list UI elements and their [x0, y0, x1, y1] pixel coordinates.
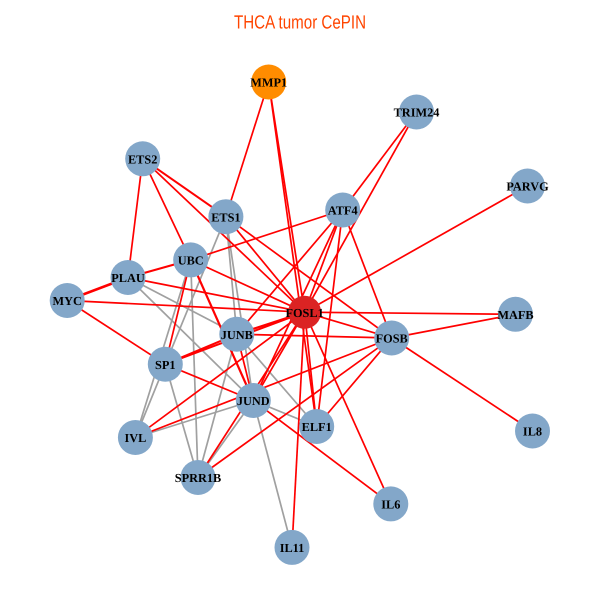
svg-text:JUND: JUND [237, 394, 270, 408]
svg-text:PARVG: PARVG [506, 180, 549, 194]
svg-text:SP1: SP1 [155, 358, 176, 372]
svg-text:JUNB: JUNB [221, 328, 253, 342]
svg-text:IL6: IL6 [381, 498, 400, 512]
svg-text:MYC: MYC [53, 294, 82, 308]
svg-text:ETS2: ETS2 [128, 152, 157, 166]
svg-text:IL8: IL8 [523, 425, 542, 439]
svg-text:IVL: IVL [124, 431, 146, 445]
svg-text:MMP1: MMP1 [250, 76, 287, 90]
svg-text:ELF1: ELF1 [302, 420, 332, 434]
svg-text:UBC: UBC [178, 254, 204, 268]
svg-text:FOSL1: FOSL1 [285, 306, 323, 320]
svg-text:MAFB: MAFB [497, 308, 533, 322]
svg-text:THCA tumor CePIN: THCA tumor CePIN [234, 12, 366, 33]
svg-text:TRIM24: TRIM24 [394, 106, 440, 120]
svg-text:PLAU: PLAU [111, 271, 145, 285]
svg-text:ATF4: ATF4 [328, 204, 358, 218]
svg-text:ETS1: ETS1 [211, 210, 240, 224]
svg-text:IL11: IL11 [280, 541, 305, 555]
svg-text:FOSB: FOSB [376, 332, 408, 346]
svg-text:SPRR1B: SPRR1B [175, 471, 221, 485]
